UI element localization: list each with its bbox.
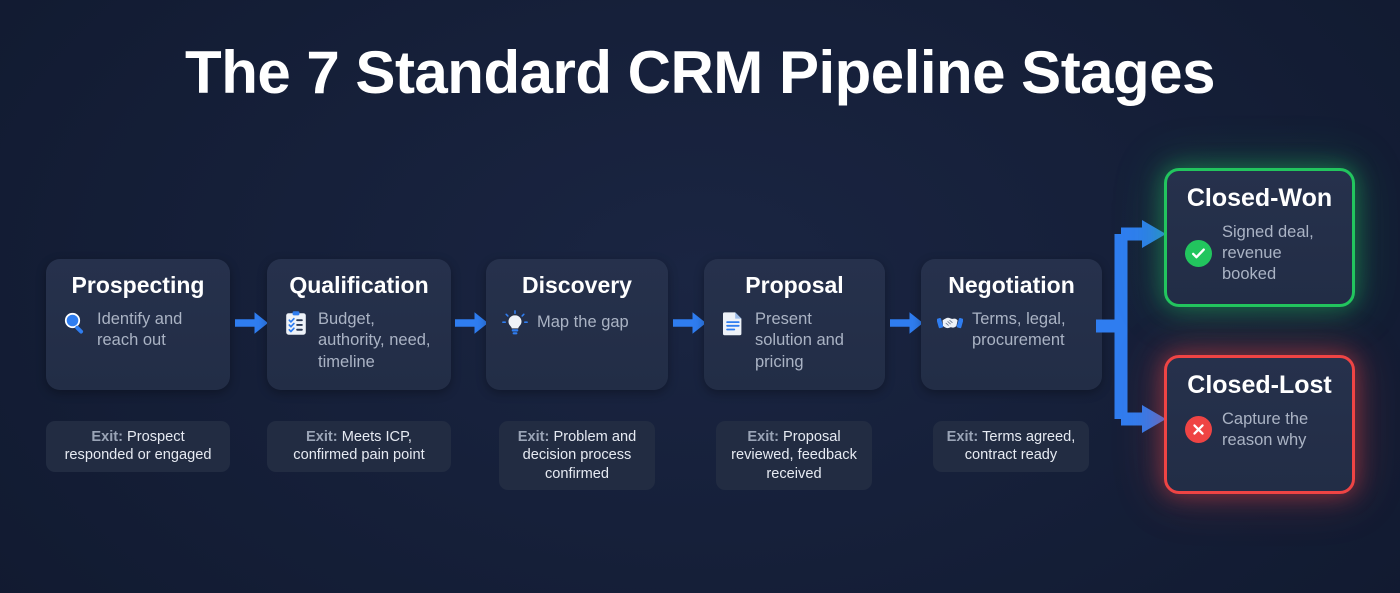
stage-card-negotiation[interactable]: Negotiation Terms, legal, procurement [921,259,1102,390]
stage-body: Identify and reach out [62,309,214,351]
check-circle-icon [1185,239,1212,267]
stage-description: Budget, authority, need, timeline [318,310,431,371]
stage-body: Budget, authority, need, timeline [283,309,435,372]
stage-title: Prospecting [71,272,205,298]
stage-description: Terms, legal, procurement [972,310,1066,350]
stage-title: Negotiation [948,272,1075,298]
exit-label: Exit: [306,429,338,445]
arrow-right-icon [890,310,924,336]
outcome-title: Closed-Lost [1187,371,1332,399]
outcome-description: Signed deal, revenue booked [1222,222,1314,283]
clipboard-checklist-icon [283,310,309,336]
stage-card-proposal[interactable]: Proposal Present solution and pricing [704,259,885,390]
exit-label: Exit: [747,429,779,445]
branch-split-icon [1096,190,1176,455]
stage-body: Map the gap [502,309,652,336]
exit-text: Problem and decision process confirmed [522,429,637,482]
outcome-card-closed-won[interactable]: Closed-Won Signed deal, revenue booked [1164,168,1355,307]
arrow-right-icon [673,310,707,336]
exit-chip-negotiation: Exit: Terms agreed, contract ready [933,421,1089,472]
stage-card-prospecting[interactable]: Prospecting Identify and reach out [46,259,230,390]
stage-card-qualification[interactable]: Qualification Budget, authority, need, t… [267,259,451,390]
exit-label: Exit: [517,429,550,445]
outcome-title: Closed-Won [1186,184,1333,212]
stage-card-discovery[interactable]: Discovery Map the gap [486,259,668,390]
stage-description: Identify and reach out [97,310,183,350]
outcome-body: Signed deal, revenue booked [1185,222,1334,285]
arrow-right-icon [235,310,269,336]
stage-description: Present solution and pricing [755,310,844,371]
document-icon [720,310,746,336]
outcome-description: Capture the reason why [1222,409,1309,449]
exit-chip-prospecting: Exit: Prospect responded or engaged [46,421,230,472]
exit-chip-discovery: Exit: Problem and decision process confi… [499,421,655,491]
arrow-right-icon [455,310,489,336]
stage-title: Qualification [289,272,429,298]
outcome-body: Capture the reason why [1185,409,1334,451]
lightbulb-icon [502,310,528,336]
exit-text: Proposal reviewed, feedback received [731,429,857,482]
exit-label: Exit: [946,429,979,445]
outcome-card-closed-lost[interactable]: Closed-Lost Capture the reason why [1164,355,1355,494]
stage-title: Proposal [745,272,844,298]
stage-title: Discovery [522,272,632,298]
magnifying-glass-icon [62,310,88,336]
stage-description: Map the gap [537,313,629,332]
exit-chip-proposal: Exit: Proposal reviewed, feedback receiv… [716,421,872,491]
stage-body: Present solution and pricing [720,309,869,372]
handshake-icon [937,310,963,336]
stage-body: Terms, legal, procurement [937,309,1086,351]
page-title: The 7 Standard CRM Pipeline Stages [185,39,1215,106]
exit-text: Prospect responded or engaged [64,429,212,464]
x-circle-icon [1185,416,1212,444]
exit-label: Exit: [91,429,123,445]
exit-chip-qualification: Exit: Meets ICP, confirmed pain point [267,421,451,472]
exit-text: Meets ICP, confirmed pain point [293,429,425,464]
exit-text: Terms agreed, contract ready [964,429,1076,464]
